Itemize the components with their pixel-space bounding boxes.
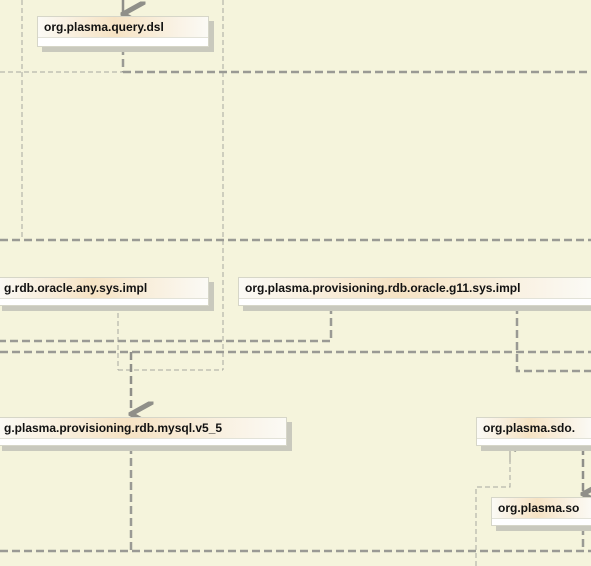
package-body (0, 298, 208, 305)
thick-dependency-lines (0, 47, 591, 553)
package-oracle-any-sys-impl[interactable]: g.rdb.oracle.any.sys.impl (0, 277, 209, 306)
package-sdo-1[interactable]: org.plasma.sdo. (476, 417, 591, 446)
package-label: org.plasma.query.dsl (38, 17, 208, 37)
package-label: org.plasma.provisioning.rdb.oracle.g11.s… (239, 278, 591, 298)
package-body (477, 438, 591, 445)
line-from-oracle-g11-right (515, 306, 591, 373)
thin-dependency-lines (0, 0, 511, 566)
package-body (239, 298, 591, 305)
package-mysql-v5-5[interactable]: g.plasma.provisioning.rdb.mysql.v5_5 (0, 417, 287, 446)
package-query-dsl[interactable]: org.plasma.query.dsl (37, 16, 209, 47)
thin-line-to-sdo (475, 447, 511, 566)
package-body (0, 438, 286, 445)
package-label: org.plasma.so (492, 498, 591, 518)
line-from-oracle-g11-left (0, 306, 333, 343)
arrow-dependencies (123, 0, 583, 494)
package-label: g.rdb.oracle.any.sys.impl (0, 278, 208, 298)
package-body (38, 37, 208, 46)
package-label: org.plasma.sdo. (477, 418, 591, 438)
package-body (492, 518, 591, 525)
package-label: g.plasma.provisioning.rdb.mysql.v5_5 (0, 418, 286, 438)
package-oracle-g11-sys-impl[interactable]: org.plasma.provisioning.rdb.oracle.g11.s… (238, 277, 591, 306)
package-sdo-2[interactable]: org.plasma.so (491, 497, 591, 526)
